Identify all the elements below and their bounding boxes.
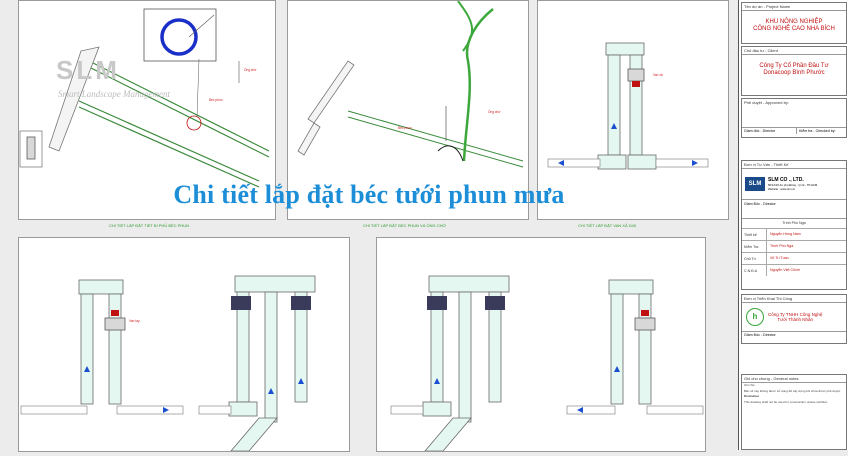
drawing-panel-4: Van tay xyxy=(18,237,350,452)
contractor-name-1: Công Ty TNHH Công Nghệ xyxy=(768,312,823,317)
drawing-panel-3: Van xả CHI TIẾT LẮP ĐẶT VAN XẢ D40 xyxy=(537,0,729,228)
client-section: Chủ đầu tư - Client Công Ty Cổ Phần Đầu … xyxy=(741,46,847,96)
team-leader: Trình Phú Nga xyxy=(742,219,846,229)
consultant-label: Đơn vị Tư Vấn - Thiết Kế xyxy=(742,161,846,169)
contractor-name-2: Tưới Thành Nhân xyxy=(777,317,814,322)
svg-text:Béc phun: Béc phun xyxy=(209,98,223,102)
consultant-section: Đơn vị Tư Vấn - Thiết Kế SLM SLM CO ., L… xyxy=(741,160,847,290)
drawing-2: Béc phun Ống chờ xyxy=(297,0,524,168)
panel-3-title: CHI TIẾT LẮP ĐẶT VAN XẢ D40 xyxy=(578,223,637,228)
consultant-website: Website : www.slm.vn xyxy=(768,187,796,191)
consultant-name: SLM CO ., LTD. xyxy=(768,177,804,183)
drawing-4: Van tay xyxy=(20,275,316,452)
slm-logo-icon: SLM xyxy=(745,177,765,191)
watermark-logo: SLM xyxy=(56,55,120,85)
consultant-address: 56/12/15 An phú Đông - Q.12 - TP.HCM xyxy=(768,183,818,187)
client-name-1: Công Ty Cổ Phần Đầu Tư xyxy=(759,63,829,69)
svg-text:Béc phun: Béc phun xyxy=(398,126,412,130)
client-label: Chủ đầu tư - Client xyxy=(742,47,846,55)
notes-text-4: This drawing shall not be used for const… xyxy=(744,399,828,404)
project-name-1: KHU NÔNG NGHIỆP xyxy=(765,19,823,25)
approval-section: Phê duyệt - Approved by: Giám đốc - Dire… xyxy=(741,98,847,138)
notes-label: Ghi chú chung - General notes xyxy=(742,375,846,383)
title-block: Tên dự án - Project Name KHU NÔNG NGHIỆP… xyxy=(738,0,848,450)
panel-1-title: CHI TIẾT LẮP ĐẶT TIẾT BI PHỦ BÉC PHUN xyxy=(109,223,190,228)
contractor-section: Đơn vị Triển Khai Thi Công h Công Ty TNH… xyxy=(741,294,847,344)
drawing-panel-5 xyxy=(376,237,706,452)
consultant-director: Giám Đốc - Director xyxy=(742,200,846,219)
drawing-3: Van xả xyxy=(547,42,709,170)
watermark-subtitle: Smart Landscape Management xyxy=(58,89,170,99)
project-label: Tên dự án - Project Name xyxy=(742,3,846,11)
contractor-label: Đơn vị Triển Khai Thi Công xyxy=(742,295,846,303)
client-name-2: Donacoop Bình Phước xyxy=(763,70,825,76)
drawing-panel-1: Béc phun Ống chờ CHI TIẾT LẮP ĐẶT TIẾT B… xyxy=(18,0,276,228)
slm-watermark: SLM xyxy=(56,55,120,86)
director-label: Giám đốc - Director xyxy=(744,129,776,133)
notes-text-3: Disclaimer xyxy=(744,394,760,399)
svg-text:Van tay: Van tay xyxy=(129,319,140,323)
drawing-panel-2: Béc phun Ống chờ CHI TIẾT LẮP ĐẶT BÉC PH… xyxy=(287,0,529,228)
drawing-5 xyxy=(390,275,704,452)
approved-label: Phê duyệt - Approved by: xyxy=(744,100,789,105)
svg-text:Ống chờ: Ống chờ xyxy=(244,67,256,72)
notes-text-1: Ghi chú: xyxy=(744,383,756,387)
notes-text-2: Bản vẽ này không được sử dụng để xây dựn… xyxy=(744,388,841,393)
project-name-2: CÔNG NGHỆ CAO NHA BÍCH xyxy=(753,26,835,32)
panel-2-title: CHI TIẾT LẮP ĐẶT BÉC PHUN VÀ ỐNG CHỜ xyxy=(363,223,446,228)
checked-label: Kiểm tra - Checked by: xyxy=(796,128,838,134)
project-section: Tên dự án - Project Name KHU NÔNG NGHIỆP… xyxy=(741,2,847,44)
thanh-nhan-logo-icon: h xyxy=(746,308,764,326)
svg-text:Van xả: Van xả xyxy=(653,73,663,77)
overlay-title: Chi tiết lắp đặt béc tưới phun mưa xyxy=(173,180,565,209)
drawing-1: Béc phun Ống chờ xyxy=(19,8,270,188)
contractor-director: Giám Đốc - Director xyxy=(742,331,846,338)
svg-text:Ống chờ: Ống chờ xyxy=(488,109,500,114)
notes-section: Ghi chú chung - General notes Ghi chú: B… xyxy=(741,374,847,450)
